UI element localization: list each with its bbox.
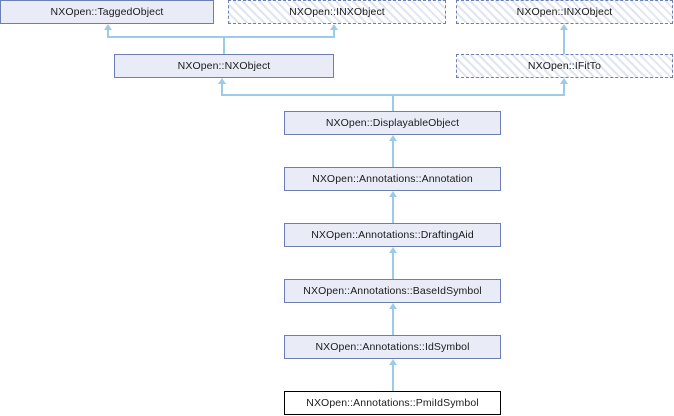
edge-annotation-displayableobject — [392, 141, 394, 167]
arrowhead-taggedobject — [104, 24, 112, 30]
class-node-baseidsymbol[interactable]: NXOpen::Annotations::BaseIdSymbol — [284, 279, 501, 303]
class-node-label: NXOpen::INXObject — [516, 5, 613, 18]
class-node-label: NXOpen::Annotations::Annotation — [312, 172, 473, 185]
edge-nxobject-taggedobject-vertical — [107, 30, 109, 37]
edge-bus-to-displayableobject — [392, 94, 394, 111]
arrowhead-draftingaid — [389, 247, 397, 253]
class-node-ifitto[interactable]: NXOpen::IFitTo — [456, 54, 673, 78]
class-node-label: NXOpen::TaggedObject — [50, 5, 164, 18]
arrowhead-annotation — [389, 191, 397, 197]
edge-bus-to-nxobject — [223, 36, 225, 54]
class-node-label: NXOpen::DisplayableObject — [325, 116, 460, 129]
edge-baseidsymbol-draftingaid — [392, 253, 394, 279]
class-node-nxobject[interactable]: NXOpen::NXObject — [114, 54, 334, 78]
edge-nxobject-inxobject-left-vertical — [333, 30, 335, 37]
class-node-label: NXOpen::IFitTo — [527, 59, 602, 72]
edge-draftingaid-annotation — [392, 197, 394, 223]
edge-displayable-ifitto-vertical — [563, 84, 565, 95]
class-node-label: NXOpen::Annotations::IdSymbol — [315, 340, 470, 353]
edge-row1-horizontal-bus — [107, 36, 335, 38]
class-node-label: NXOpen::NXObject — [177, 59, 271, 72]
arrowhead-ifitto — [560, 78, 568, 84]
class-node-draftingaid[interactable]: NXOpen::Annotations::DraftingAid — [284, 223, 501, 247]
edge-pmiidsymbol-idsymbol — [392, 365, 394, 391]
class-node-label: NXOpen::Annotations::DraftingAid — [311, 228, 474, 241]
class-node-taggedobject[interactable]: NXOpen::TaggedObject — [0, 0, 214, 24]
edge-idsymbol-baseidsymbol — [392, 309, 394, 335]
class-node-label: NXOpen::Annotations::PmiIdSymbol — [306, 396, 479, 409]
class-node-displayableobject[interactable]: NXOpen::DisplayableObject — [284, 111, 501, 135]
arrowhead-baseidsymbol — [389, 303, 397, 309]
arrowhead-inxobject-right — [560, 24, 568, 30]
arrowhead-inxobject-left — [330, 24, 338, 30]
class-node-pmiidsymbol[interactable]: NXOpen::Annotations::PmiIdSymbol — [284, 391, 501, 415]
arrowhead-idsymbol — [389, 359, 397, 365]
arrowhead-displayableobject — [389, 135, 397, 141]
class-node-label: NXOpen::INXObject — [289, 5, 385, 18]
arrowhead-nxobject — [218, 78, 226, 84]
class-node-inxobject-left[interactable]: NXOpen::INXObject — [228, 0, 446, 24]
edge-ifitto-inxobject-right-vertical — [563, 30, 565, 54]
class-node-idsymbol[interactable]: NXOpen::Annotations::IdSymbol — [284, 335, 501, 359]
class-node-label: NXOpen::Annotations::BaseIdSymbol — [303, 284, 482, 297]
edge-displayable-nxobject-vertical — [221, 84, 223, 95]
class-node-annotation[interactable]: NXOpen::Annotations::Annotation — [284, 167, 501, 191]
class-node-inxobject-right[interactable]: NXOpen::INXObject — [456, 0, 673, 24]
